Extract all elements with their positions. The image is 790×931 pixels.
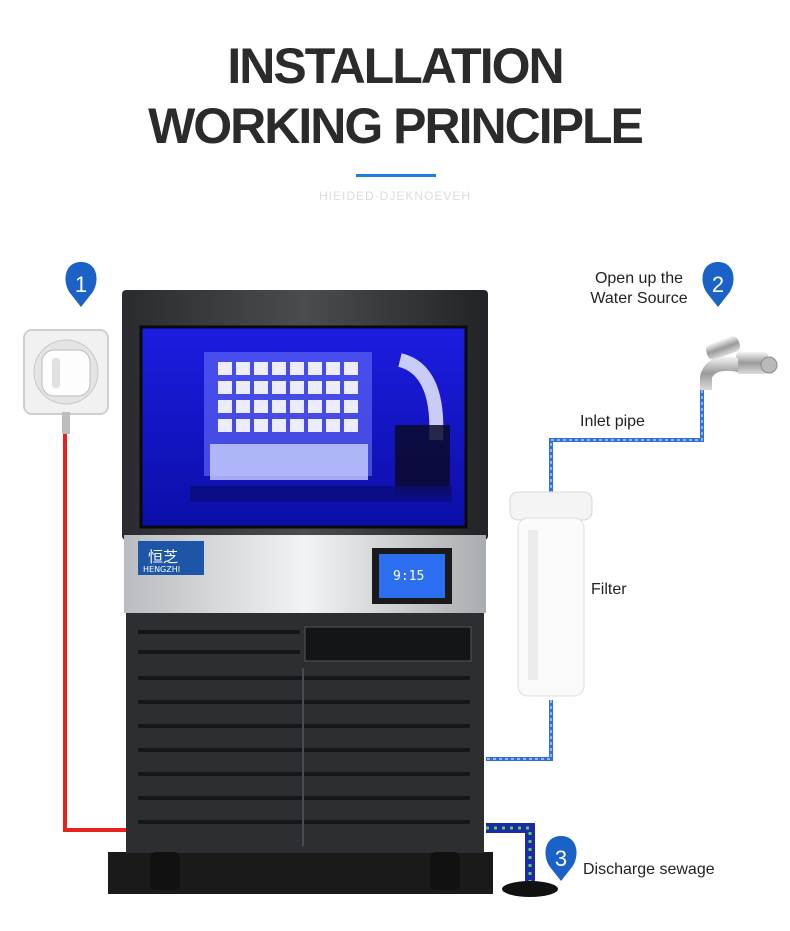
power-cable (63, 432, 132, 832)
ice-tray (210, 444, 368, 480)
floor-drain-icon (502, 881, 558, 897)
pump-unit (395, 425, 450, 495)
brand-name-en: HENGZHI (143, 565, 180, 574)
inlet-pipe-label: Inlet pipe (580, 413, 645, 430)
front-drawer (304, 626, 472, 662)
page-title-line-1: INSTALLATION (227, 38, 564, 94)
title-accent-bar (356, 174, 436, 177)
inlet-pipe (549, 390, 704, 495)
water-filter-icon (509, 491, 593, 697)
step-1-pin: 1 (65, 262, 97, 307)
filter-label: Filter (591, 581, 627, 598)
water-tap-icon (700, 336, 778, 390)
ice-machine: 恒芝 HENGZHI 9:15 (122, 290, 488, 890)
page-subtitle: HIEIDED·DJEKNOEVEH (318, 189, 472, 203)
water-source-label-line-1: Open up the (594, 270, 684, 287)
discharge-label: Discharge sewage (583, 861, 715, 878)
step-3-pin: 3 (545, 836, 577, 881)
brand-name-cn: 恒芝 (148, 548, 178, 566)
water-source-label-line-2: Water Source (590, 290, 688, 307)
step-2-pin: 2 (702, 262, 734, 307)
step-3-number: 3 (555, 846, 567, 871)
machine-feed-pipe (486, 700, 553, 761)
brand-logo (138, 541, 204, 575)
ice-cube-grid (218, 362, 358, 432)
water-source-label: Open up the Water Source (583, 269, 695, 309)
page-title-line-2: WORKING PRINCIPLE (148, 98, 644, 154)
step-1-number: 1 (75, 272, 87, 297)
lcd-readout: 9:15 (393, 569, 424, 584)
power-socket-icon (23, 329, 109, 434)
step-2-number: 2 (712, 272, 724, 297)
